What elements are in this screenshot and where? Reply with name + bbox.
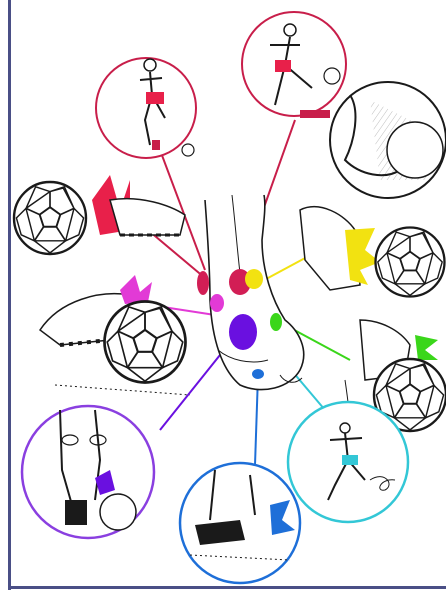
zone-yellow bbox=[245, 269, 263, 289]
callout-kick-top bbox=[96, 58, 196, 158]
callout-ankle-bottom bbox=[180, 463, 300, 583]
zone-purple bbox=[229, 314, 257, 350]
central-foot-illustration bbox=[197, 195, 304, 390]
callout-volley-top-right bbox=[242, 12, 346, 118]
zone-magenta bbox=[210, 294, 224, 312]
callout-heel-ball bbox=[330, 82, 446, 198]
callout-run-bottom-right bbox=[288, 402, 408, 522]
foot-outline bbox=[205, 195, 304, 390]
callout-heel-bottom-left bbox=[22, 406, 154, 538]
callout-instep-left bbox=[14, 175, 185, 254]
callout-outside-right bbox=[300, 207, 445, 297]
callout-toe-left bbox=[40, 275, 190, 395]
zone-pink-upper bbox=[197, 271, 209, 295]
zone-green bbox=[270, 313, 282, 331]
zone-blue bbox=[252, 369, 264, 379]
